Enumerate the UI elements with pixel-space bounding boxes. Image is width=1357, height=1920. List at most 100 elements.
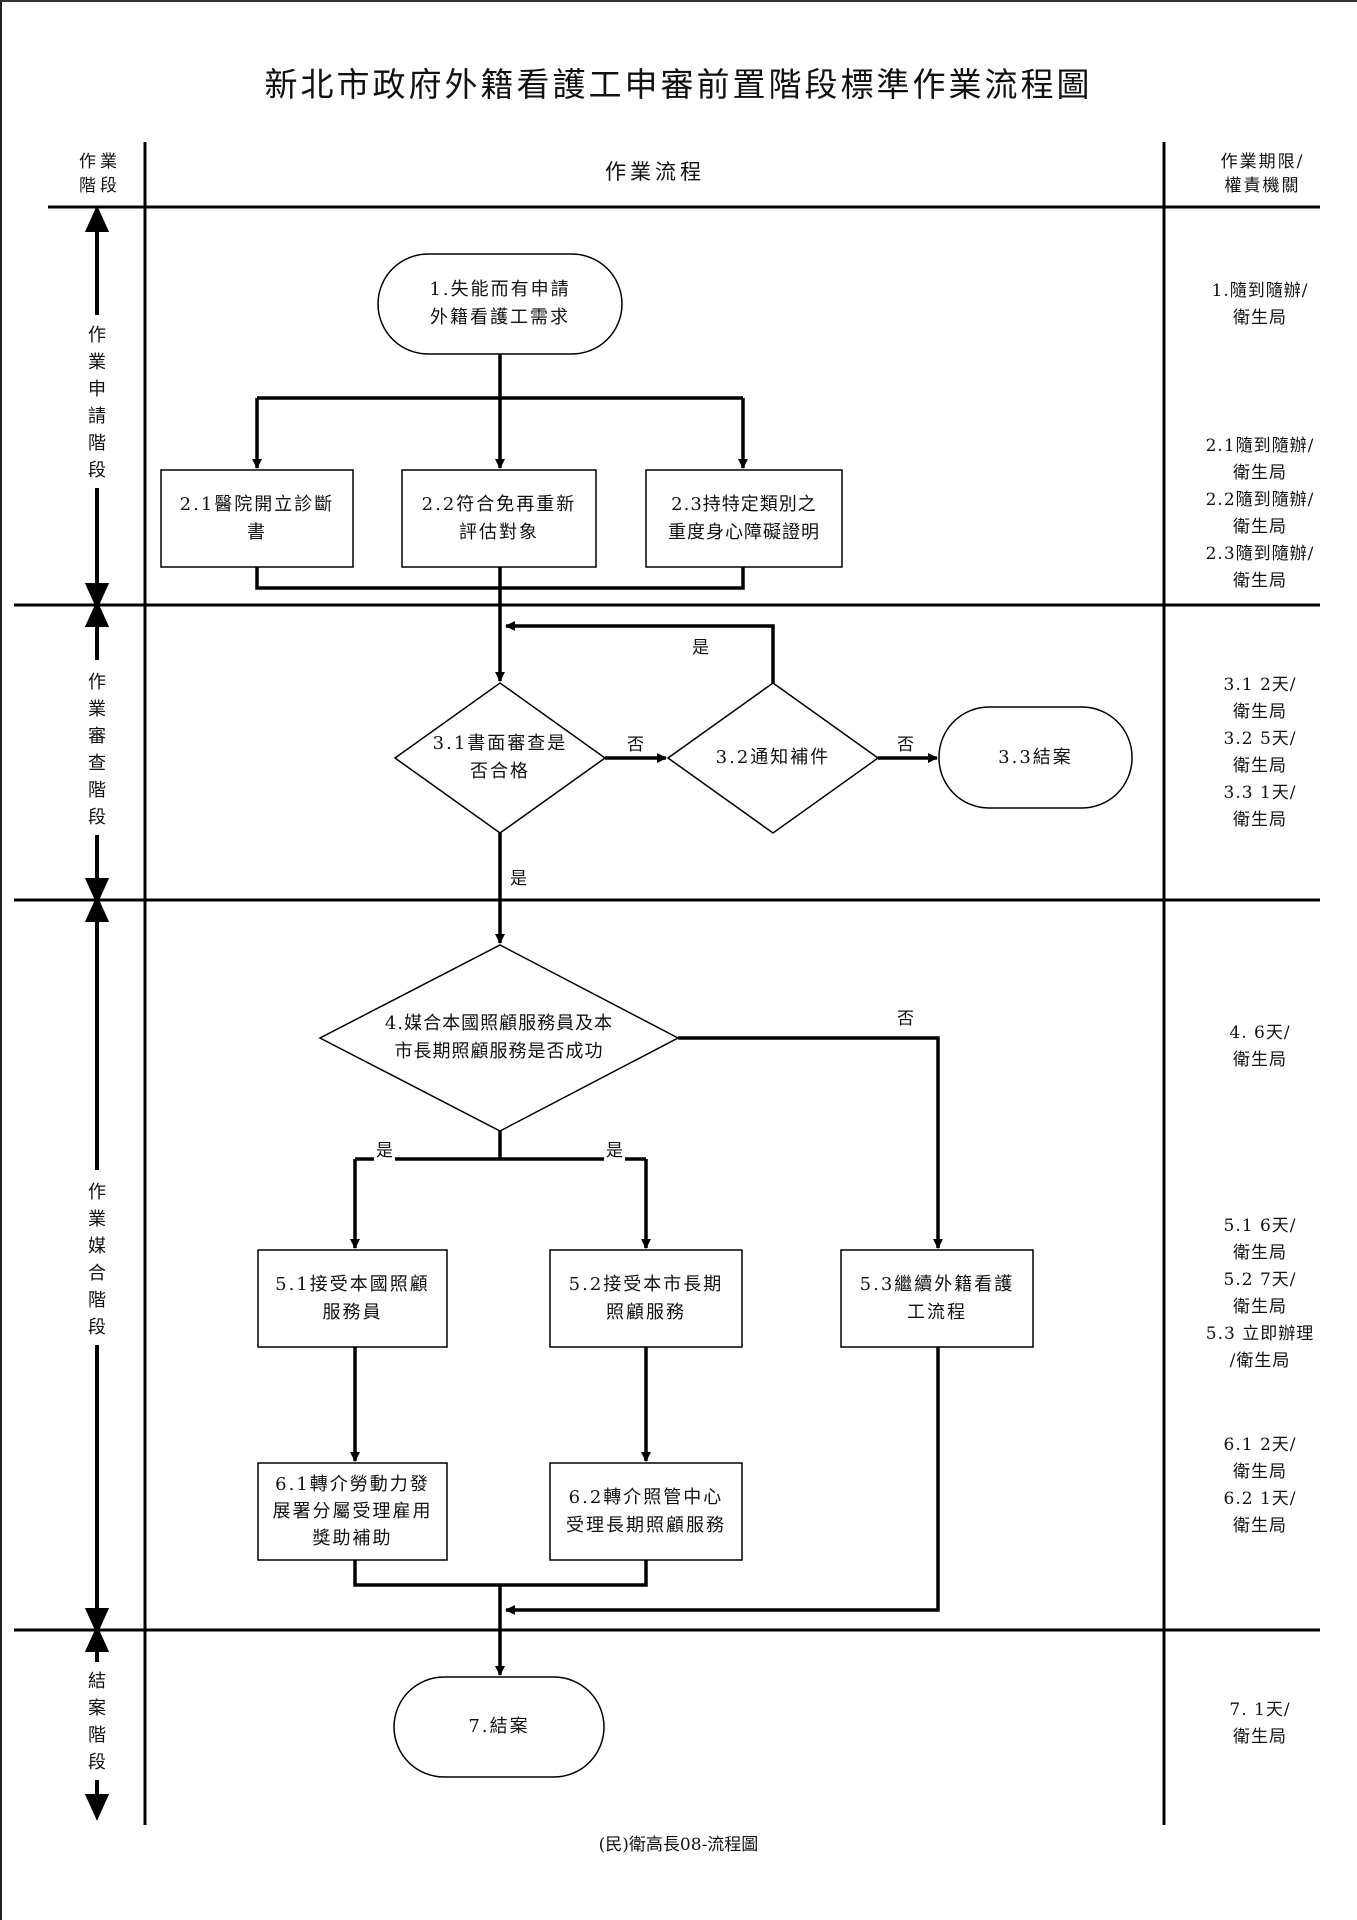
document-footer-code: (民)衛高長08-流程圖 [598,1835,759,1855]
node-text-line: 展署分屬受理雇用 [272,1501,433,1522]
stage-label-char: 業 [88,1209,106,1230]
node-2-3-shape [645,469,843,568]
node-text-line: 5.2接受本市長期 [568,1273,724,1295]
node-text-line: 否合格 [469,761,530,782]
node-2-2-shape [401,469,597,568]
node-text-line: 外籍看護工需求 [430,307,570,328]
node-3-2-decision[interactable]: 3.2通知補件 [668,710,878,806]
node-2-2-process[interactable]: 2.2符合免再重新評估對象 [402,470,596,567]
stage-label-application: 作業申請階段 [77,318,117,488]
stage-label-char: 業 [88,352,106,373]
node-5-1-process[interactable]: 5.1接受本國照顧服務員 [258,1250,447,1347]
node-3-3-end[interactable]: 3.3結案 [939,707,1132,808]
node-text-line: 受理長期照顧服務 [566,1514,726,1536]
header-stage-column: 作業 階段 [60,150,140,198]
node-text-line: 2.2符合免再重新 [421,493,577,515]
node-text-line: 服務員 [322,1301,383,1323]
node-text-line: 5.1接受本國照顧 [275,1273,430,1295]
stage-label-char: 審 [88,726,106,747]
stage-label-review: 作業審查階段 [77,665,117,835]
table-grid [14,142,1320,1825]
stage-label-char: 段 [88,1752,106,1773]
deadline-step-2: 2.1隨到隨辦/ 衛生局 2.2隨到隨辦/ 衛生局 2.3隨到隨辦/ 衛生局 [1205,436,1315,591]
node-4-decision[interactable]: 4.媒合本國照顧服務員及本市長期照顧服務是否成功 [320,990,678,1086]
node-5-2-shape [549,1249,743,1348]
stage-label-char: 階 [88,780,106,801]
node-5-3-process[interactable]: 5.3繼續外籍看護工流程 [841,1250,1033,1347]
node-6-2-process[interactable]: 6.2轉介照管中心受理長期照顧服務 [550,1463,742,1560]
node-text-line: 3.2通知補件 [715,747,831,768]
stage-label-char: 作 [88,1182,106,1203]
stage-label-char: 案 [88,1698,106,1719]
header-deadline-column: 作業期限/ 權責機關 [1170,150,1355,198]
node-text-line: 評估對象 [458,521,539,543]
node-text-line: 2.1醫院開立診斷 [179,493,335,515]
node-3-2-shape [666,682,880,834]
node-5-2-process[interactable]: 5.2接受本市長期照顧服務 [550,1250,742,1347]
deadline-step-1: 1.隨到隨辦/ 衛生局 [1211,281,1309,328]
node-5-3-shape [840,1249,1034,1348]
node-3-1-decision[interactable]: 3.1書面審查是否合格 [395,710,605,806]
stage-label-text: 作業媒合階段 [77,1179,117,1341]
stage-label-text: 結案階段 [77,1668,117,1776]
node-text-line: 市長期照顧服務是否成功 [394,1041,604,1062]
page-title: 新北市政府外籍看護工申審前置階段標準作業流程圖 [264,65,1093,104]
stage-label-char: 合 [88,1263,106,1284]
node-6-1-process[interactable]: 6.1轉介勞動力發展署分屬受理雇用獎助補助 [258,1463,447,1560]
deadline-step-7: 7. 1天/ 衛生局 [1229,1700,1291,1747]
deadline-step-4: 4. 6天/ 衛生局 [1229,1023,1291,1070]
node-text-line: 7.結案 [468,1716,530,1737]
node-5-1-shape [257,1249,448,1348]
flow-shapes [160,253,1133,1778]
node-3-3-shape [938,706,1133,809]
stage-label-char: 結 [88,1671,106,1692]
node-text-line: 3.3結案 [998,746,1073,768]
header-deadline-line2: 權責機關 [1224,176,1301,196]
header-stage-line2: 階段 [79,176,121,196]
stage-label-char: 段 [88,460,106,481]
node-text-line: 書 [246,521,267,543]
page-border-left [0,0,2,1920]
node-6-1-shape [257,1462,448,1561]
node-text-line: 5.3繼續外籍看護 [859,1273,1015,1295]
node-text-line: 1.失能而有申請 [429,279,571,300]
stage-label-text: 作業審查階段 [77,669,117,831]
node-text-line: 工流程 [906,1301,967,1323]
edge-label-3-2-no: 否 [895,730,916,755]
node-7-end[interactable]: 7.結案 [394,1677,604,1777]
stage-label-char: 段 [88,1317,106,1338]
stage-label-char: 作 [88,325,106,346]
flow-connectors [252,354,943,1676]
stage-label-char: 作 [88,672,106,693]
header-stage-line1: 作業 [79,152,121,172]
stage-label-closing: 結案階段 [77,1664,117,1780]
header-deadline-line1: 作業期限/ [1220,152,1305,172]
header-flow-column: 作業流程 [605,160,705,184]
edge-label-4-no: 否 [895,1004,916,1029]
edge-label-3-1-no: 否 [625,730,646,755]
page-border-top [0,0,1357,2]
node-2-1-process[interactable]: 2.1醫院開立診斷書 [161,470,353,567]
stage-label-matching: 作業媒合階段 [77,1175,117,1345]
edge-label-3-2-yes: 是 [690,633,711,658]
edge-label-4-yes-left: 是 [374,1136,395,1161]
node-text-line: 重度身心障礙證明 [668,521,820,543]
node-1-start[interactable]: 1.失能而有申請外籍看護工需求 [378,254,622,354]
deadline-step-5: 5.1 6天/ 衛生局 5.2 7天/ 衛生局 5.3 立即辦理 /衛生局 [1205,1216,1315,1371]
node-text-line: 6.2轉介照管中心 [568,1486,724,1508]
deadline-step-3: 3.1 2天/ 衛生局 3.2 5天/ 衛生局 3.3 1天/ 衛生局 [1223,675,1297,830]
stage-label-char: 階 [88,1290,106,1311]
stage-label-char: 階 [88,1725,106,1746]
stage-label-char: 業 [88,699,106,720]
stage-label-char: 段 [88,807,106,828]
node-text-line: 6.1轉介勞動力發 [275,1474,430,1495]
node-text-line: 獎助補助 [312,1528,393,1549]
node-text-line: 照顧服務 [605,1301,686,1323]
node-2-3-process[interactable]: 2.3持特定類別之重度身心障礙證明 [646,470,842,567]
stage-label-char: 查 [88,753,106,774]
edge-label-4-yes-right: 是 [604,1136,625,1161]
stage-arrows [84,205,110,1821]
node-text-line: 2.3持特定類別之 [671,493,817,515]
node-text-line: 4.媒合本國照顧服務員及本 [384,1013,614,1034]
